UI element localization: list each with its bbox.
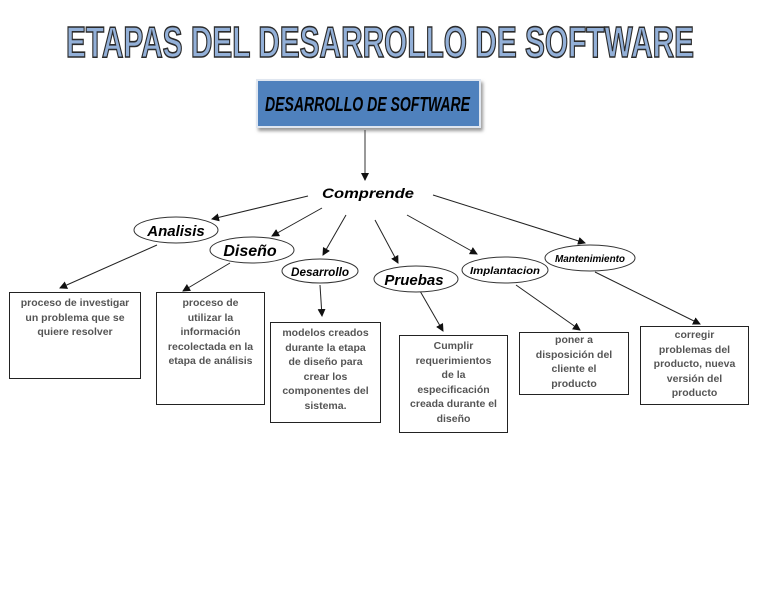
description-line: diseño	[436, 412, 471, 425]
description-line: especificación	[417, 383, 490, 396]
description-line: creada durante el	[410, 398, 497, 410]
description-box-desarrollo: modelos creados durante la etapa de dise…	[270, 322, 381, 423]
description-line: sistema.	[304, 399, 347, 412]
stage-node-pruebas	[373, 265, 459, 293]
description-line: producto	[671, 387, 718, 399]
stage-label-analisis: Analisis	[146, 223, 205, 240]
description-line: requerimientos	[415, 354, 492, 367]
stage-node-desarrollo	[281, 258, 359, 284]
description-line: Cumplir	[433, 340, 474, 352]
description-line: utilizar la	[187, 311, 234, 324]
arrow-analisis-box	[59, 244, 158, 289]
stage-node-mantenimiento	[544, 244, 636, 272]
stage-label-pruebas: Pruebas	[384, 272, 443, 289]
description-line: durante la etapa	[285, 341, 366, 354]
root-node-box	[256, 79, 481, 128]
page-title: ETAPAS DEL DESARROLLO DE SOFTWARE	[66, 18, 694, 67]
description-box-analisis: proceso de investigar un problema que se…	[9, 292, 141, 379]
arrow-to-pruebas	[374, 219, 399, 264]
description-line: de la	[441, 369, 466, 381]
arrow-to-diseno	[271, 207, 323, 237]
stage-node-implantacion	[461, 256, 549, 284]
arrow-to-analisis	[211, 195, 309, 222]
description-box-mantenimiento: corregir problemas del producto, nueva v…	[640, 326, 749, 405]
description-line: disposición del	[535, 348, 613, 361]
description-line: proceso de	[182, 297, 239, 309]
arrow-pruebas-box	[419, 290, 444, 332]
description-line: un problema que se	[25, 311, 125, 324]
arrow-to-mantenimiento	[432, 194, 586, 245]
description-line: modelos creados	[282, 327, 369, 339]
stage-label-mantenimiento: Mantenimiento	[555, 253, 626, 265]
description-line: crear los	[303, 370, 348, 383]
connector-label: Comprende	[322, 185, 414, 201]
description-box-pruebas: Cumplir requerimientos de la especificac…	[399, 335, 508, 433]
stage-node-analisis	[133, 216, 219, 244]
description-line: versión del	[666, 372, 723, 385]
description-box-diseno: proceso de utilizar la información recol…	[156, 292, 265, 405]
arrow-desarrollo-box	[317, 284, 326, 317]
description-line: poner a	[555, 334, 593, 346]
arrow-diseno-box	[182, 262, 231, 292]
description-line: problemas del	[658, 343, 731, 356]
stage-label-diseno: Diseño	[223, 243, 277, 260]
description-line: corregir	[674, 329, 715, 341]
description-line: proceso de investigar	[20, 297, 130, 309]
description-line: etapa de análisis	[168, 355, 253, 367]
arrow-implantacion-box	[515, 284, 581, 331]
stage-node-diseno	[209, 236, 295, 264]
description-line: información	[180, 326, 241, 338]
description-box-implantacion: poner a disposición del cliente el produ…	[519, 332, 629, 395]
description-line: quiere resolver	[37, 326, 113, 338]
arrow-mantenimiento-box	[594, 271, 701, 325]
description-line: cliente el	[551, 363, 597, 375]
description-line: producto, nueva	[653, 358, 736, 370]
arrow-to-implantacion	[406, 214, 478, 255]
description-line: recolectada en la	[167, 340, 254, 353]
root-node-label: DESARROLLO DE SOFTWARE	[265, 94, 470, 116]
stage-label-implantacion: Implantacion	[470, 265, 540, 277]
description-line: producto	[551, 377, 597, 390]
description-line: componentes del	[282, 385, 369, 397]
arrow-to-desarrollo	[322, 214, 347, 256]
description-line: de diseño para	[288, 356, 363, 368]
stage-label-desarrollo: Desarrollo	[291, 265, 349, 279]
